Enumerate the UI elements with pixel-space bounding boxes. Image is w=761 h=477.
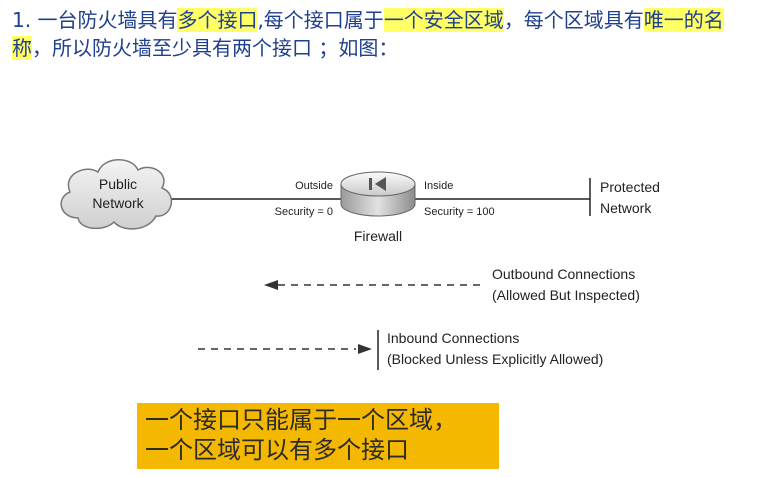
heading-part: ，所以防火墙至少具有两个接口 ；如图： — [32, 36, 399, 60]
outside-security-label: Security = 0 — [275, 206, 333, 218]
inbound-label: (Blocked Unless Explicitly Allowed) — [387, 351, 603, 367]
firewall-icon — [340, 171, 416, 217]
note-line: 一个区域可以有多个接口 — [145, 436, 409, 464]
protected-network-label: Network — [600, 200, 652, 216]
outbound-label: Outbound Connections — [492, 266, 635, 282]
outside-label: Outside — [295, 180, 333, 192]
heading-highlight: 多个接口 — [177, 8, 258, 32]
heading-part: 1. 一台防火墙具有 — [12, 8, 178, 32]
heading-part: ，每个区域具有 — [503, 8, 644, 32]
heading-part: ,每个接口属于 — [257, 8, 384, 32]
heading-highlight: 一个安全区域 — [383, 8, 504, 32]
inside-security-label: Security = 100 — [424, 206, 495, 218]
arrow-left-icon — [264, 280, 278, 290]
cloud-icon — [60, 159, 173, 230]
protected-network-label: Protected — [600, 179, 660, 195]
firewall-label: Firewall — [354, 228, 402, 244]
public-network-label: Public — [99, 176, 137, 192]
note-box: 一个接口只能属于一个区域， 一个区域可以有多个接口 — [137, 403, 499, 469]
heading-text: 1. 一台防火墙具有多个接口,每个接口属于一个安全区域，每个区域具有唯一的名称，… — [12, 6, 752, 62]
inbound-label: Inbound Connections — [387, 330, 519, 346]
note-line: 一个接口只能属于一个区域， — [145, 406, 457, 434]
public-network-label: Network — [92, 195, 144, 211]
arrow-right-icon — [358, 344, 372, 354]
outbound-label: (Allowed But Inspected) — [492, 287, 640, 303]
inside-label: Inside — [424, 180, 453, 192]
